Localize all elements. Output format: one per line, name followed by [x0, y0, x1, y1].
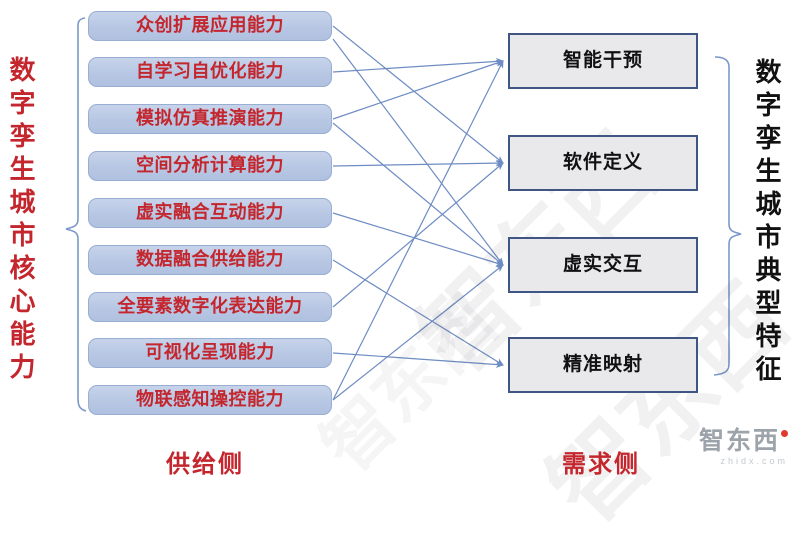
capability-box-8: 可视化呈现能力 — [88, 338, 332, 368]
capability-box-1: 众创扩展应用能力 — [88, 11, 332, 41]
capability-box-3: 模拟仿真推演能力 — [88, 104, 332, 134]
connector-line — [332, 162, 504, 308]
capability-box-9: 物联感知操控能力 — [88, 385, 332, 415]
connector-line — [332, 212, 504, 267]
left-brace — [65, 17, 87, 412]
connector-line — [332, 159, 504, 167]
capability-box-6: 数据融合供给能力 — [88, 245, 332, 275]
connector-line — [332, 259, 504, 366]
connector-line — [332, 264, 504, 401]
supply-side-label: 供给侧 — [166, 451, 244, 478]
feature-box-2: 软件定义 — [508, 135, 698, 191]
feature-box-1: 智能干预 — [508, 33, 698, 89]
feature-box-4: 精准映射 — [508, 337, 698, 393]
connector-line — [332, 60, 504, 401]
connector-line — [332, 122, 504, 266]
connector-line — [332, 57, 504, 73]
demand-side-label: 需求侧 — [562, 451, 640, 478]
right-brace — [713, 56, 742, 376]
capability-box-2: 自学习自优化能力 — [88, 57, 332, 87]
capability-box-4: 空间分析计算能力 — [88, 151, 332, 181]
connector-line — [332, 59, 504, 120]
capability-box-7: 全要素数字化表达能力 — [88, 292, 332, 322]
connector-line — [332, 25, 504, 164]
connector-lines-layer — [65, 17, 742, 412]
connection-lines — [332, 25, 504, 401]
right-axis-title: 数字孪生城市典型特征 — [752, 58, 782, 388]
capability-box-5: 虚实融合互动能力 — [88, 198, 332, 228]
connector-line — [332, 352, 504, 368]
connector-line — [332, 38, 504, 266]
left-axis-title: 数字孪生城市核心能力 — [6, 56, 36, 386]
feature-box-3: 虚实交互 — [508, 237, 698, 293]
